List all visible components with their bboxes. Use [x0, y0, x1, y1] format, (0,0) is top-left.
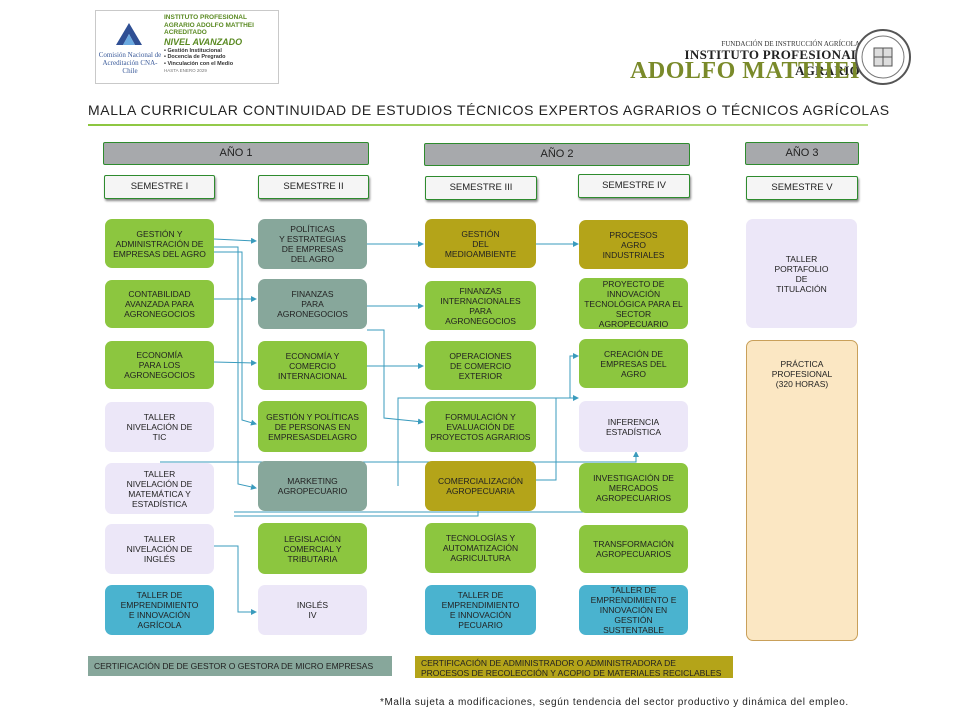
- semester-4-header: SEMESTRE IV: [578, 174, 690, 198]
- course-box: OPERACIONES DE COMERCIO EXTERIOR: [425, 341, 536, 390]
- institution-name-big: ADOLFO MATTHEI: [630, 58, 860, 84]
- year-3-header: AÑO 3: [745, 142, 859, 165]
- institution-logo: FUNDACIÓN DE INSTRUCCIÓN AGRÍCOLA INSTIT…: [630, 40, 860, 90]
- course-box: ECONOMÍA PARA LOS AGRONEGOCIOS: [105, 341, 214, 389]
- course-box: ECONOMÍA Y COMERCIO INTERNACIONAL: [258, 341, 367, 390]
- course-box: FORMULACIÓN Y EVALUACIÓN DE PROYECTOS AG…: [425, 401, 536, 452]
- course-box: COMERCIALIZACIÓN AGROPECUARIA: [425, 461, 536, 511]
- course-box: TALLER NIVELACIÓN DE MATEMÁTICA Y ESTADÍ…: [105, 463, 214, 514]
- cna-mark-icon: [116, 23, 142, 45]
- year-1-header: AÑO 1: [103, 142, 369, 165]
- course-box: CONTABILIDAD AVANZADA PARA AGRONEGOCIOS: [105, 280, 214, 328]
- cna-accredited-line: ACREDITADO: [164, 29, 207, 36]
- semester-5-header: SEMESTRE V: [746, 176, 858, 200]
- course-box: INGLÉS IV: [258, 585, 367, 635]
- institution-name: INSTITUTO PROFESIONAL AGRARIO: [684, 47, 860, 78]
- certification-1: CERTIFICACIÓN DE DE GESTOR O GESTORA DE …: [88, 656, 392, 676]
- institution-seal-icon: [855, 29, 911, 85]
- cna-until: HASTA ENERO 2029: [164, 68, 207, 73]
- course-box: INVESTIGACIÓN DE MERCADOS AGROPECUARIOS: [579, 463, 688, 513]
- semester-1-header: SEMESTRE I: [104, 175, 215, 199]
- cna-accreditation-logo: Comisión Nacional de Acreditación CNA-Ch…: [95, 10, 279, 84]
- year-2-header: AÑO 2: [424, 143, 690, 166]
- course-box: TALLER DE EMPRENDIMIENTO E INNOVACIÓN AG…: [105, 585, 214, 635]
- course-box: LEGISLACIÓN COMERCIAL Y TRIBUTARIA: [258, 523, 367, 574]
- course-box: CREACIÓN DE EMPRESAS DEL AGRO: [579, 339, 688, 388]
- semester-3-header: SEMESTRE III: [425, 176, 537, 200]
- course-box: GESTIÓN Y POLÍTICAS DE PERSONAS EN EMPRE…: [258, 401, 367, 452]
- course-box: TALLER DE EMPRENDIMIENTO E INNOVACIÓN PE…: [425, 585, 536, 635]
- certification-2: CERTIFICACIÓN DE ADMINISTRADOR O ADMINIS…: [415, 656, 733, 678]
- cna-agency-name: Comisión Nacional de Acreditación CNA-Ch…: [98, 51, 162, 75]
- page-title: MALLA CURRICULAR CONTINUIDAD DE ESTUDIOS…: [88, 102, 890, 118]
- cna-level: NIVEL AVANZADO: [164, 36, 243, 47]
- course-box: PROYECTO DE INNOVACIÓN TECNOLÓGICA PARA …: [579, 278, 688, 329]
- title-underline: [88, 124, 868, 126]
- course-box: TALLER NIVELACIÓN DE TIC: [105, 402, 214, 452]
- cna-items: • Gestión Institucional • Docencia de Pr…: [164, 47, 234, 67]
- course-box: FINANZAS INTERNACIONALES PARA AGRONEGOCI…: [425, 281, 536, 330]
- course-box: TECNOLOGÍAS Y AUTOMATIZACIÓN AGRICULTURA: [425, 523, 536, 573]
- course-box: FINANZAS PARA AGRONEGOCIOS: [258, 279, 367, 329]
- course-box: TRANSFORMACIÓN AGROPECUARIOS: [579, 525, 688, 573]
- course-box: PROCESOS AGRO INDUSTRIALES: [579, 220, 688, 269]
- institution-foundation: FUNDACIÓN DE INSTRUCCIÓN AGRÍCOLA: [721, 40, 860, 48]
- internship-box: PRÁCTICA PROFESIONAL (320 HORAS): [746, 340, 858, 641]
- course-box: GESTIÓN Y ADMINISTRACIÓN DE EMPRESAS DEL…: [105, 219, 214, 268]
- footnote: *Malla sujeta a modificaciones, según te…: [380, 697, 849, 708]
- course-box: POLÍTICAS Y ESTRATEGIAS DE EMPRESAS DEL …: [258, 219, 367, 269]
- course-box: TALLER DE EMPRENDIMIENTO E INNOVACIÓN EN…: [579, 585, 688, 635]
- cna-institution-line: INSTITUTO PROFESIONAL AGRARIO ADOLFO MAT…: [164, 14, 254, 29]
- semester-2-header: SEMESTRE II: [258, 175, 369, 199]
- course-box: MARKETING AGROPECUARIO: [258, 461, 367, 511]
- course-box: INFERENCIA ESTADÍSTICA: [579, 401, 688, 452]
- course-box: TALLER PORTAFOLIO DE TITULACIÓN: [746, 219, 857, 328]
- cna-accreditation-text: INSTITUTO PROFESIONAL AGRARIO ADOLFO MAT…: [164, 14, 276, 75]
- course-box: TALLER NIVELACIÓN DE INGLÉS: [105, 524, 214, 574]
- course-box: GESTIÓN DEL MEDIOAMBIENTE: [425, 219, 536, 268]
